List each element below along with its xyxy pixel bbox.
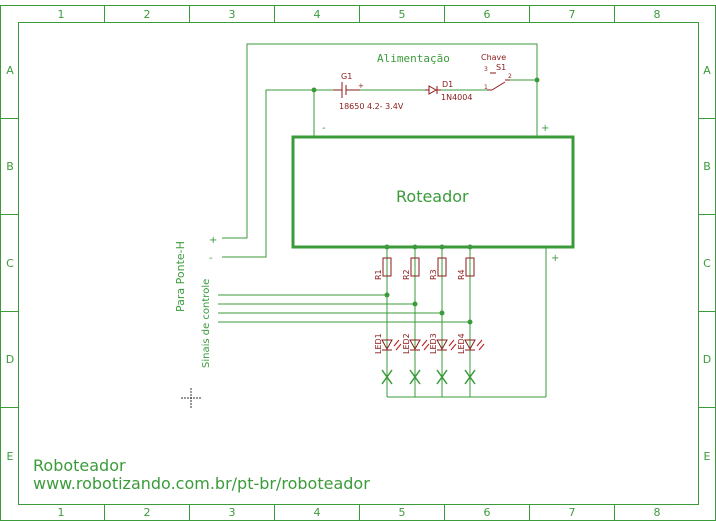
grid-col-bottom: 4: [314, 506, 321, 519]
grid-row-left: A: [6, 64, 14, 77]
grid-row-right: C: [703, 257, 711, 270]
grid-col-bottom: 6: [484, 506, 491, 519]
grid-col-bottom: 8: [654, 506, 661, 519]
grid-col-top: 8: [654, 8, 661, 21]
led-ref: LED1: [374, 333, 383, 354]
led-symbol: [464, 339, 476, 351]
resistor-symbol: [465, 257, 475, 277]
bridge-label: Para Ponte-H: [174, 241, 187, 312]
grid-col-bottom: 7: [569, 506, 576, 519]
switch-ref: S1: [496, 63, 506, 72]
grid-col-top: 6: [484, 8, 491, 21]
grid-row-left: D: [6, 353, 14, 366]
led-ref: LED2: [402, 333, 411, 354]
footer-url: www.robotizando.com.br/pt-br/roboteador: [33, 474, 370, 493]
led-chain-2: R2 LED2: [402, 244, 421, 397]
router-block: Roteador - + +: [291, 123, 575, 398]
resistor-symbol: [410, 257, 420, 277]
led-arrows: [393, 339, 485, 351]
router-signal-plus: +: [551, 253, 559, 264]
battery-symbol: [333, 82, 360, 98]
grid-col-bottom: 5: [399, 506, 406, 519]
grid-col-top: 4: [314, 8, 321, 21]
grid-col-bottom: 2: [144, 506, 151, 519]
grid-row-right: E: [704, 450, 711, 463]
battery-value: 18650 4.2- 3.4V: [339, 102, 404, 111]
resistor-symbol: [382, 257, 392, 277]
router-label: Roteador: [396, 187, 469, 206]
resistor-ref: R3: [429, 269, 438, 280]
signals-label: Sinais de controle: [201, 279, 212, 368]
resistor-ref: R4: [457, 269, 466, 280]
led-ref: LED4: [457, 333, 466, 354]
bridge-plus: +: [209, 235, 217, 246]
grid-row-right: D: [703, 353, 711, 366]
bridge-minus: -: [209, 253, 213, 264]
grid-row-left: E: [7, 450, 14, 463]
grid-col-top: 7: [569, 8, 576, 21]
switch-symbol: [487, 72, 510, 91]
grid-col-top: 3: [229, 8, 236, 21]
router-plus-label: +: [541, 123, 549, 134]
column-separators: [104, 5, 615, 521]
grid-row-right: B: [703, 160, 711, 173]
bridge-connector: Para Ponte-H + -: [174, 235, 217, 312]
row-separators: [0, 118, 716, 408]
router-minus-label: -: [322, 123, 326, 134]
led-chain-3: R3 LED3: [429, 244, 448, 397]
battery-ref: G1: [341, 72, 352, 81]
power-title: Alimentação: [377, 52, 450, 65]
grid-col-top: 1: [58, 8, 65, 21]
diode-ref: D1: [442, 80, 453, 89]
led-symbol: [409, 339, 421, 351]
led-chain-1: R1 LED1: [374, 244, 393, 397]
junction-dot: [311, 87, 317, 93]
switch-name: Chave: [481, 53, 506, 62]
grid-col-bottom: 3: [229, 506, 236, 519]
wire-bridge-minus: [222, 89, 333, 258]
switch-pin1: 1: [484, 84, 488, 91]
grid-row-right: A: [703, 64, 711, 77]
switch-pin3: 3: [484, 66, 488, 73]
resistor-symbol: [437, 257, 447, 277]
led-chain-4: R4 LED4: [457, 244, 476, 397]
footer-title: Roboteador: [33, 456, 126, 475]
switch-pin2: 2: [508, 73, 512, 80]
grid-col-top: 2: [144, 8, 151, 21]
grid-col-top: 5: [399, 8, 406, 21]
led-ref: LED3: [429, 333, 438, 354]
battery-plus-mark: +: [358, 82, 364, 90]
crosshair-cursor-icon: [181, 388, 201, 408]
grid-row-left: C: [6, 257, 14, 270]
grid-col-bottom: 1: [58, 506, 65, 519]
resistor-ref: R2: [402, 269, 411, 280]
power-section: Alimentação G1 + 18650 4.2- 3.4V D1 1N40…: [222, 43, 540, 258]
diode-symbol: [425, 85, 441, 95]
led-symbol: [436, 339, 448, 351]
diode-value: 1N4004: [441, 93, 472, 102]
resistor-ref: R1: [374, 269, 383, 280]
wire-bridge-plus: [222, 43, 538, 239]
pin-markers: [381, 369, 476, 385]
led-symbol: [381, 339, 393, 351]
grid-row-left: B: [6, 160, 14, 173]
